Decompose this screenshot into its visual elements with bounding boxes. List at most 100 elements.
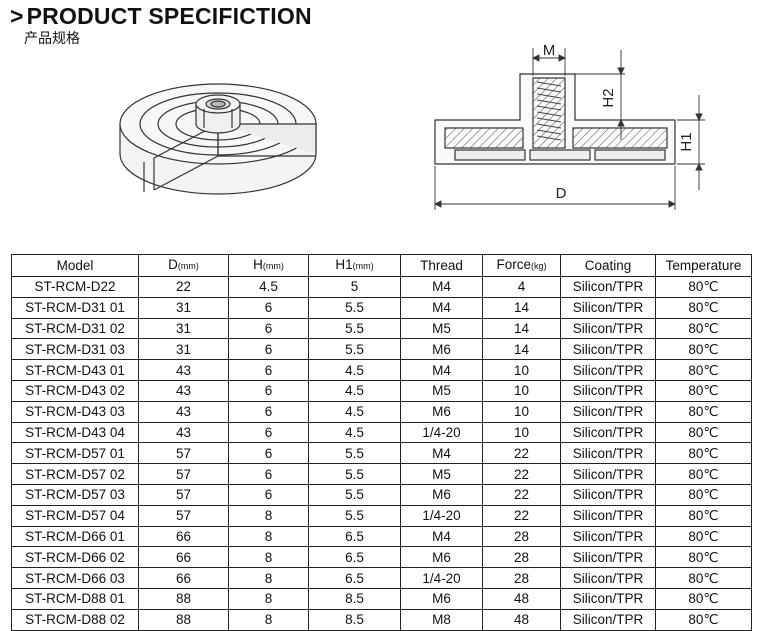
table-cell: 57 (138, 504, 229, 527)
dimension-label-h1: H1 (678, 132, 695, 151)
table-cell: M6 (400, 338, 483, 361)
table-cell: M4 (400, 276, 483, 298)
table-cell: Silicon/TPR (560, 525, 656, 548)
table-cell: 6 (228, 400, 309, 423)
table-cell: 10 (482, 379, 561, 402)
table-cell: 66 (138, 567, 229, 589)
table-cell: ST-RCM-D31 01 (11, 296, 139, 319)
table-cell: 22 (482, 483, 561, 506)
table-cell: 80℃ (655, 338, 752, 361)
table-cell: 80℃ (655, 379, 752, 402)
table-cell: Silicon/TPR (560, 442, 656, 465)
table-cell: 80℃ (655, 608, 752, 631)
table-cell: 4.5 (308, 421, 401, 444)
table-cell: ST-RCM-D66 01 (11, 525, 139, 548)
table-cell: 8 (228, 546, 309, 569)
table-cell: 48 (482, 608, 561, 631)
table-cell: ST-RCM-D57 02 (11, 463, 139, 485)
table-cell: 57 (138, 463, 229, 485)
table-cell: 43 (138, 421, 229, 444)
table-cell: M4 (400, 442, 483, 465)
table-cell: 1/4-20 (400, 421, 483, 444)
table-cell: ST-RCM-D31 02 (11, 317, 139, 340)
table-cell: 8 (228, 525, 309, 548)
table-cell: 6.5 (308, 567, 401, 589)
table-cell: 4.5 (228, 276, 309, 298)
table-cell: 22 (482, 504, 561, 527)
table-cell: 28 (482, 567, 561, 589)
chevron-right-icon: > (10, 3, 24, 29)
table-cell: 6.5 (308, 525, 401, 548)
table-cell: ST-RCM-D43 01 (11, 359, 139, 381)
table-cell: 48 (482, 587, 561, 610)
dimension-label-d: D (556, 185, 567, 202)
table-cell: ST-RCM-D22 (11, 276, 139, 298)
table-cell: ST-RCM-D88 01 (11, 587, 139, 610)
table-cell: 80℃ (655, 276, 752, 298)
table-cell: 80℃ (655, 317, 752, 340)
table-cell: 6 (228, 296, 309, 319)
table-cell: 5 (308, 276, 401, 298)
table-cell: 80℃ (655, 442, 752, 465)
table-cell: ST-RCM-D43 03 (11, 400, 139, 423)
table-cell: 43 (138, 359, 229, 381)
table-cell: Silicon/TPR (560, 338, 656, 361)
table-cell: 5.5 (308, 463, 401, 485)
table-cell: ST-RCM-D43 04 (11, 421, 139, 444)
column-header-unit: (mm) (262, 261, 284, 271)
table-cell: Silicon/TPR (560, 504, 656, 527)
table-cell: 4.5 (308, 400, 401, 423)
column-header-label: Coating (584, 258, 632, 273)
table-cell: Silicon/TPR (560, 567, 656, 589)
table-cell: M8 (400, 608, 483, 631)
table-cell: M4 (400, 359, 483, 381)
column-header-unit: (mm) (177, 261, 199, 271)
column-header: Coating (560, 254, 656, 277)
table-cell: ST-RCM-D57 04 (11, 504, 139, 527)
page-subtitle: 产品规格 (24, 31, 80, 47)
table-cell: 31 (138, 317, 229, 340)
table-cell: Silicon/TPR (560, 608, 656, 631)
table-cell: Silicon/TPR (560, 317, 656, 340)
table-cell: 5.5 (308, 483, 401, 506)
page-header: >PRODUCT SPECIFICTION 产品规格 (10, 2, 312, 48)
table-cell: Silicon/TPR (560, 296, 656, 319)
table-cell: Silicon/TPR (560, 276, 656, 298)
table-cell: 1/4-20 (400, 567, 483, 589)
table-cell: 88 (138, 608, 229, 631)
table-cell: Silicon/TPR (560, 400, 656, 423)
table-cell: 1/4-20 (400, 504, 483, 527)
table-cell: 8 (228, 504, 309, 527)
column-header-label: Temperature (665, 258, 742, 273)
column-header-label: H (253, 257, 263, 272)
dimension-label-h2: H2 (600, 88, 617, 107)
column-header-label: D (168, 257, 178, 272)
table-cell: 80℃ (655, 587, 752, 610)
column-header: Thread (400, 254, 483, 277)
table-cell: M6 (400, 400, 483, 423)
table-cell: ST-RCM-D57 01 (11, 442, 139, 465)
table-cell: 22 (482, 463, 561, 485)
table-cell: 28 (482, 546, 561, 569)
table-cell: 8 (228, 587, 309, 610)
table-cell: 10 (482, 359, 561, 381)
table-cell: M6 (400, 483, 483, 506)
table-cell: 4.5 (308, 379, 401, 402)
table-cell: ST-RCM-D88 02 (11, 608, 139, 631)
table-cell: 43 (138, 400, 229, 423)
table-cell: ST-RCM-D43 02 (11, 379, 139, 402)
column-header: Model (11, 254, 139, 277)
table-cell: M5 (400, 463, 483, 485)
column-header-unit: (kg) (531, 261, 547, 271)
